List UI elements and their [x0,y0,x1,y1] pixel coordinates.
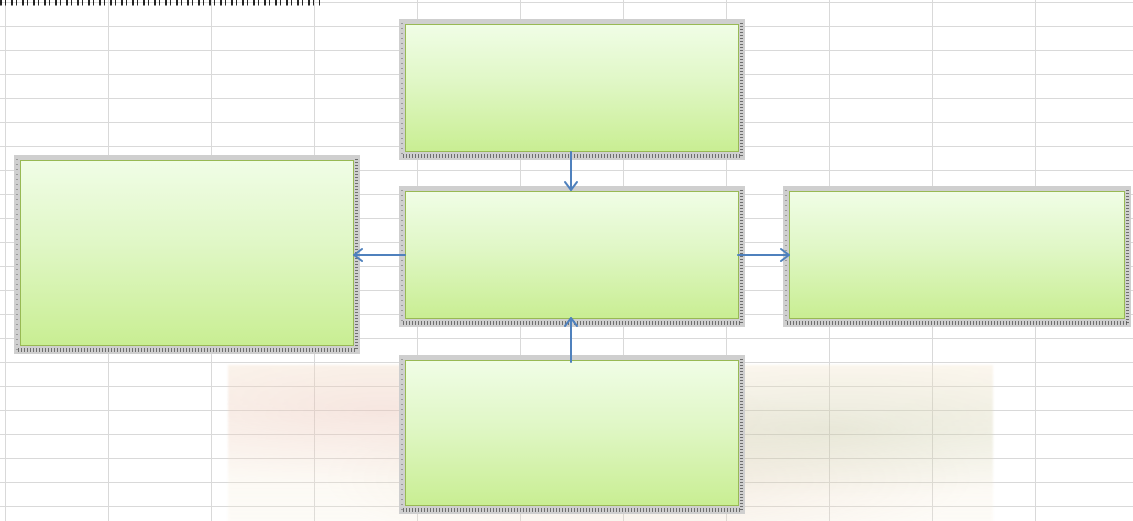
diagram-box-top[interactable] [399,19,745,160]
diagram-box-right[interactable] [783,186,1131,327]
arrow-center-to-left[interactable] [354,249,405,261]
header-strip [0,0,320,10]
shape-fill [405,191,739,319]
diagram-box-center[interactable] [399,186,745,327]
arrow-center-to-right[interactable] [738,249,789,261]
shape-fill [405,360,739,506]
shape-fill [789,191,1125,319]
diagram-box-bottom[interactable] [399,355,745,514]
diagram-box-left[interactable] [14,155,360,354]
shape-fill [20,160,354,346]
shape-fill [405,24,739,152]
